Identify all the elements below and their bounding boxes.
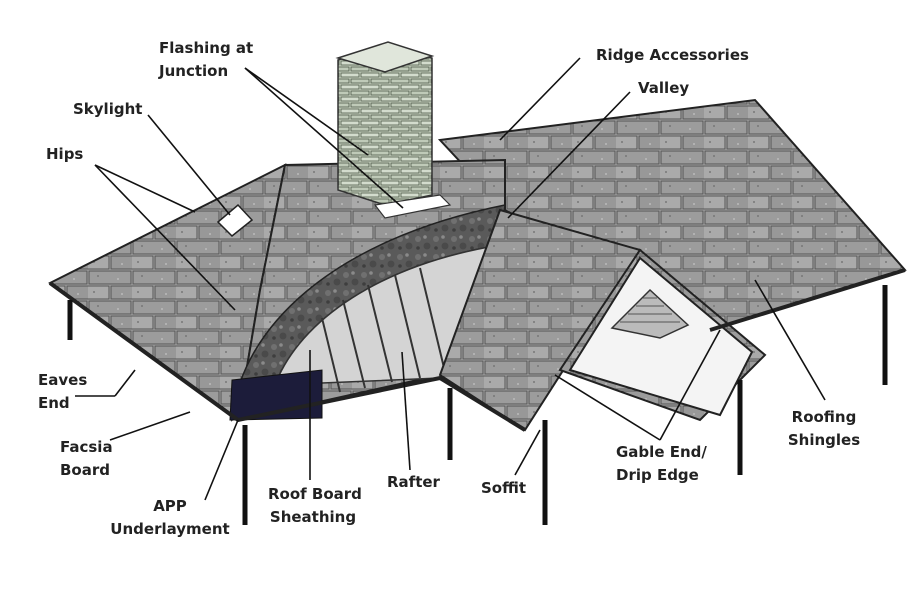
label-app-line-1: APP xyxy=(153,497,187,515)
label-facsia-line-2: Board xyxy=(60,461,110,479)
skylight xyxy=(216,203,254,238)
label-hips: Hips xyxy=(46,145,84,163)
label-app-underlayment: APP Underlayment xyxy=(110,495,230,541)
label-ridge-accessories: Ridge Accessories xyxy=(596,46,749,64)
gable-vent-slats xyxy=(620,297,680,323)
label-gable-end-drip-edge: Gable End/ Drip Edge xyxy=(616,441,707,487)
label-valley: Valley xyxy=(638,79,690,97)
label-flashing-at-junction: Flashing at Junction xyxy=(159,37,253,83)
fascia-board xyxy=(48,281,527,432)
label-shingles-line-2: Shingles xyxy=(787,431,861,449)
label-facsia-line-1: Facsia xyxy=(60,438,113,456)
label-flashing-line-2: Junction xyxy=(159,62,229,80)
label-gable-line-2: Drip Edge xyxy=(616,466,699,484)
label-shingles-line-1: Roofing xyxy=(791,408,857,426)
label-sheathing-line-2: Sheathing xyxy=(269,508,357,526)
label-eaves-line-2: End xyxy=(38,394,70,412)
eaves-edge xyxy=(709,268,906,332)
support-posts xyxy=(67,285,888,525)
label-roofing-shingles: Roofing Shingles xyxy=(784,406,864,452)
label-soffit: Soffit xyxy=(481,479,527,497)
flashing-at-junction xyxy=(373,194,452,219)
label-roof-board-sheathing: Roof Board Sheathing xyxy=(268,483,362,529)
label-skylight: Skylight xyxy=(73,100,143,118)
label-eaves-end: Eaves End xyxy=(38,369,87,415)
label-rafter: Rafter xyxy=(387,473,440,491)
label-facsia-board: Facsia Board xyxy=(60,436,113,482)
rafter-lines xyxy=(321,267,446,393)
label-flashing-line-1: Flashing at xyxy=(159,39,254,57)
chimney-cap xyxy=(335,41,435,73)
label-app-line-2: Underlayment xyxy=(110,520,230,538)
label-eaves-line-1: Eaves xyxy=(38,371,88,389)
leader-lines xyxy=(75,57,826,501)
label-sheathing-line-1: Roof Board xyxy=(268,485,362,503)
label-gable-line-1: Gable End/ xyxy=(616,443,707,461)
